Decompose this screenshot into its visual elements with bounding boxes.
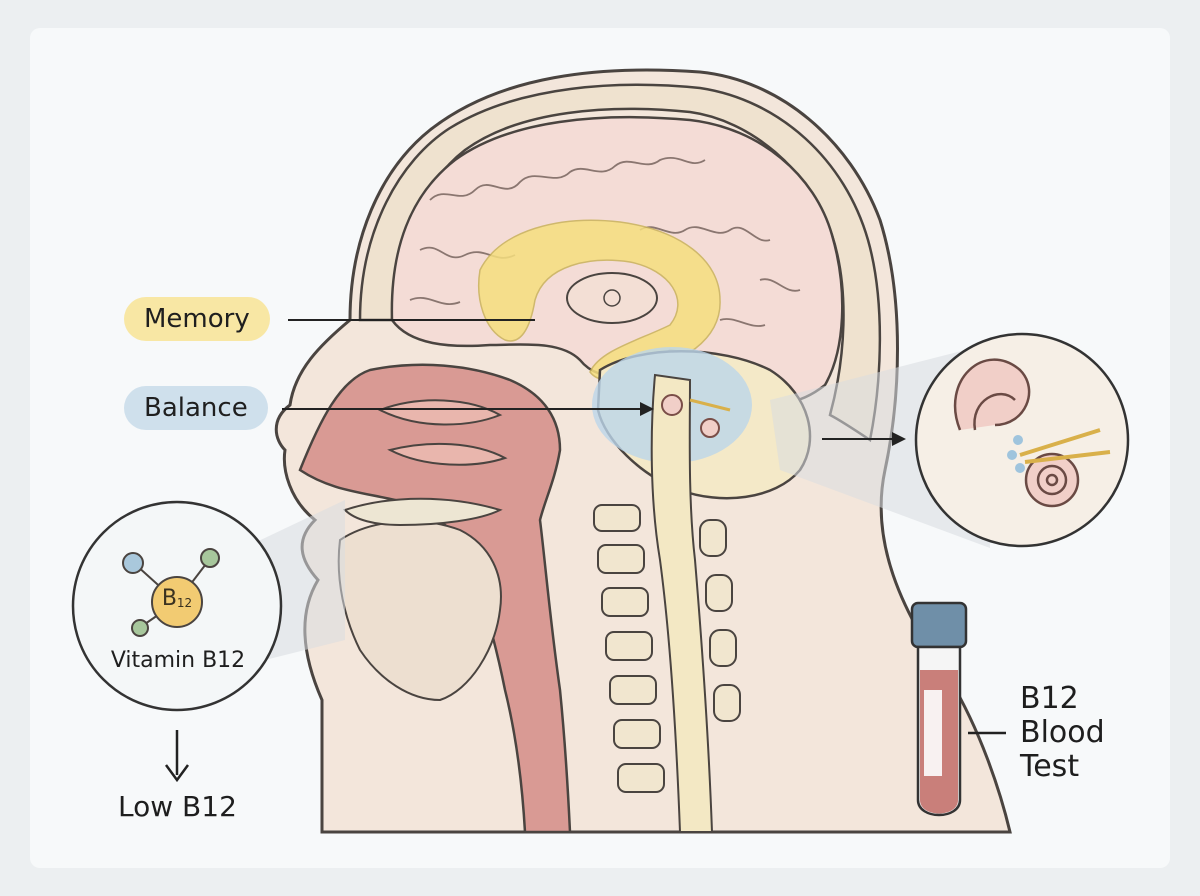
inner-ear-detail — [953, 358, 1111, 508]
blood-test-tube — [910, 601, 968, 817]
blood-test-line-2: Blood — [1020, 715, 1105, 750]
balance-arrowhead — [640, 402, 654, 416]
vertebrae — [593, 504, 741, 793]
low-b12-arrowhead — [164, 764, 190, 783]
ear-arrowhead — [892, 432, 906, 446]
vitamin-b12-label: Vitamin B12 — [110, 648, 246, 673]
b12-molecule — [122, 548, 220, 637]
blood-test-line-3: Test — [1020, 749, 1080, 784]
blood-test-line-1: B12 — [1020, 681, 1079, 716]
blood-test-label: B12 Blood Test — [1020, 682, 1105, 784]
memory-region — [478, 219, 721, 381]
nasal-turbinates — [377, 399, 508, 466]
thalamus-center — [603, 289, 621, 307]
spinal-cord — [650, 373, 714, 833]
brain-gyri — [409, 157, 801, 327]
thalamus — [566, 272, 658, 324]
palate — [343, 497, 503, 527]
b12-molecule-label: B12 — [161, 586, 193, 611]
balance-label: Balance — [124, 386, 268, 430]
low-b12-label: Low B12 — [118, 790, 237, 823]
inner-ear-small — [661, 394, 731, 438]
memory-label: Memory — [124, 297, 270, 341]
